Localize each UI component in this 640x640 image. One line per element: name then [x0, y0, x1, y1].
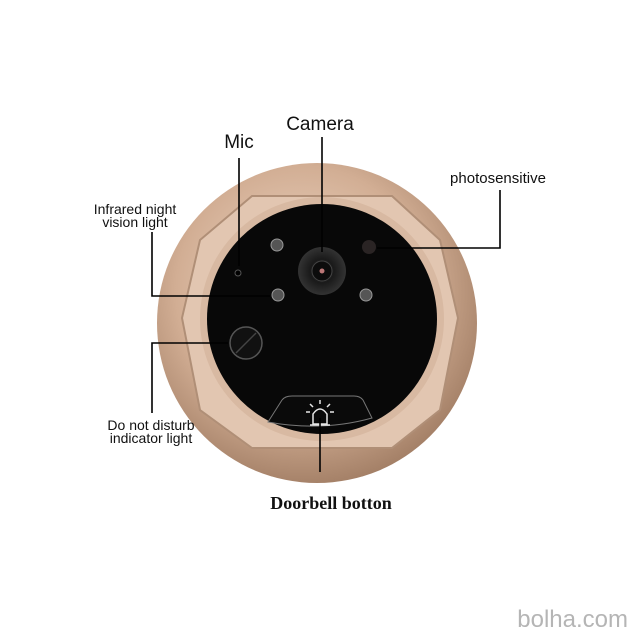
dnd-label: Do not disturb indicator light — [107, 417, 195, 446]
dnd-label-line2: indicator light — [109, 430, 193, 446]
photosensor — [362, 240, 376, 254]
infrared-label: Infrared night vision light — [93, 201, 177, 230]
mic-hole — [234, 269, 242, 277]
doorbell-button[interactable] — [267, 395, 373, 427]
infrared-led — [359, 288, 373, 302]
camera-label: Camera — [286, 114, 354, 135]
mic-label: Mic — [224, 132, 254, 153]
watermark: bolha.com — [517, 606, 628, 633]
dnd-label-line1: Do not disturb — [107, 417, 195, 433]
infrared-led — [270, 238, 284, 252]
callout-lines — [151, 137, 501, 472]
infrared-label-line2: vision light — [102, 214, 168, 230]
photosensitive-label: photosensitive — [450, 170, 546, 187]
camera-lens-center — [319, 268, 325, 274]
infrared-label-line1: Infrared night — [93, 201, 177, 217]
black-face — [207, 204, 437, 434]
infrared-led — [271, 288, 285, 302]
doorbell-label: Doorbell botton — [270, 493, 392, 513]
